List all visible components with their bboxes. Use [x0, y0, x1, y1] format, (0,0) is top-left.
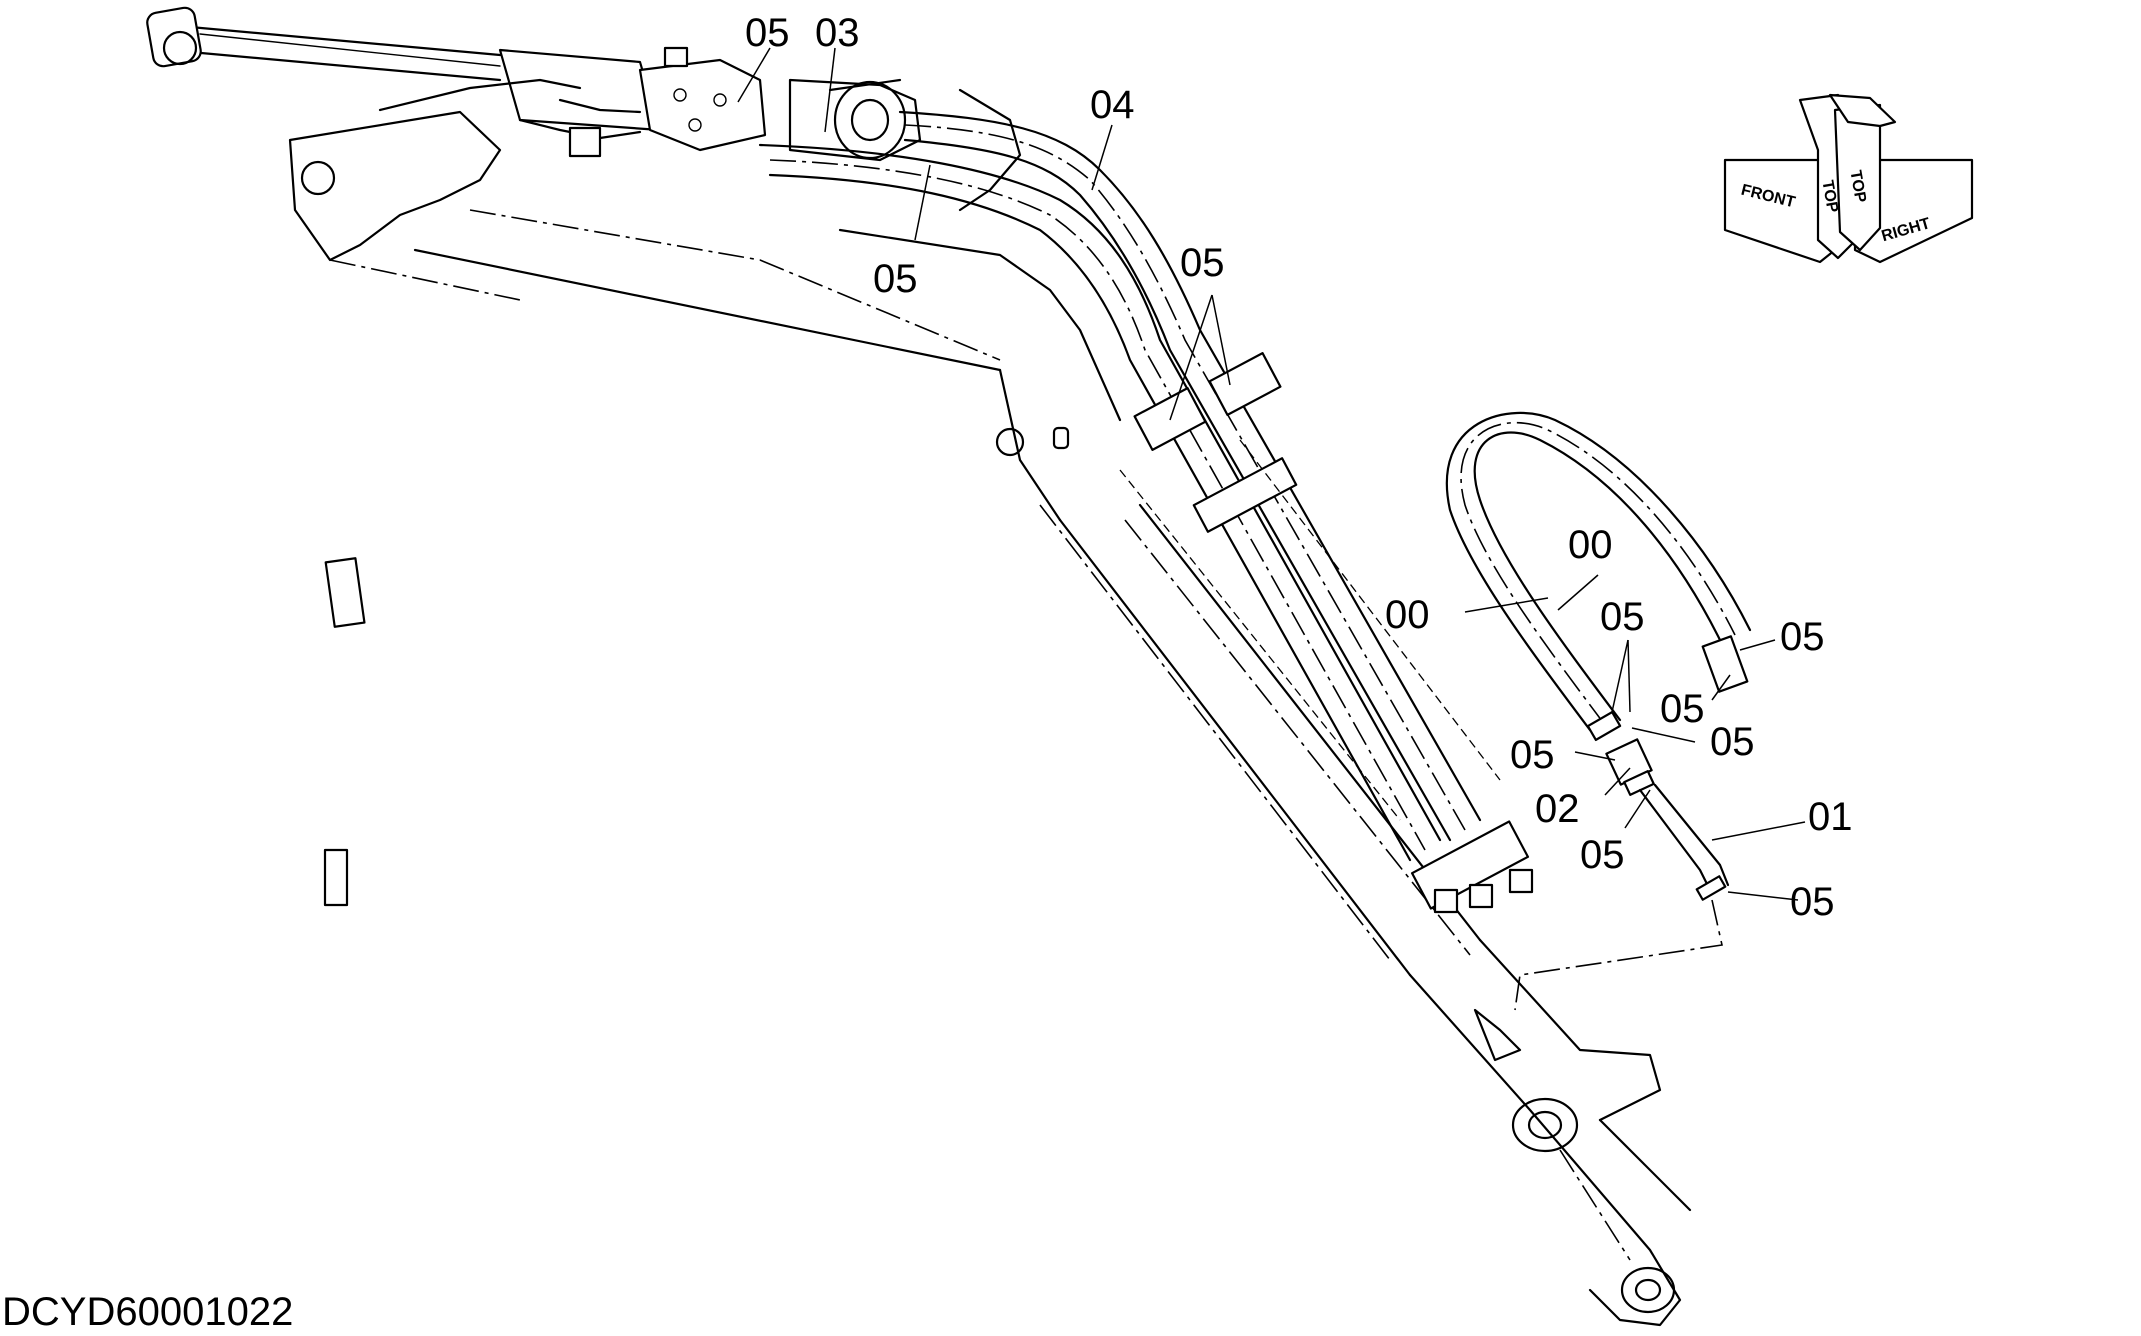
callout-05-r6: 05 — [1580, 833, 1625, 877]
callout-00-a: 00 — [1385, 593, 1430, 637]
callout-03: 03 — [815, 11, 860, 55]
callout-05-r5: 05 — [1510, 733, 1555, 777]
callout-04: 04 — [1090, 83, 1135, 127]
callout-05-clamp: 05 — [1180, 241, 1225, 285]
callout-00-b: 00 — [1568, 523, 1613, 567]
valve-block — [518, 46, 767, 158]
callout-05-r4: 05 — [1710, 720, 1755, 764]
callout-05-r1: 05 — [1600, 595, 1645, 639]
callout-05-r3: 05 — [1660, 687, 1705, 731]
orientation-icon: FRONT TOP TOP RIGHT — [1723, 93, 1974, 264]
drawing-code: DCYD60001022 — [2, 1290, 294, 1334]
callout-05-top: 05 — [745, 11, 790, 55]
orientation-top-right: TOP — [1846, 169, 1868, 204]
orientation-top-left: TOP — [1818, 179, 1840, 214]
callout-02: 02 — [1535, 787, 1580, 831]
callouts: 05 03 04 05 05 00 00 05 05 05 05 05 02 0… — [745, 11, 1853, 924]
hydraulic-cylinder — [146, 6, 922, 162]
callout-01: 01 — [1808, 795, 1853, 839]
callout-05-r7: 05 — [1790, 880, 1835, 924]
arm — [323, 228, 1692, 1327]
hose-assembly-detail — [1445, 411, 1752, 1011]
callout-leaders — [737, 47, 1806, 901]
callout-05-r2: 05 — [1780, 615, 1825, 659]
callout-05-mid: 05 — [873, 257, 918, 301]
boom — [288, 78, 1022, 372]
